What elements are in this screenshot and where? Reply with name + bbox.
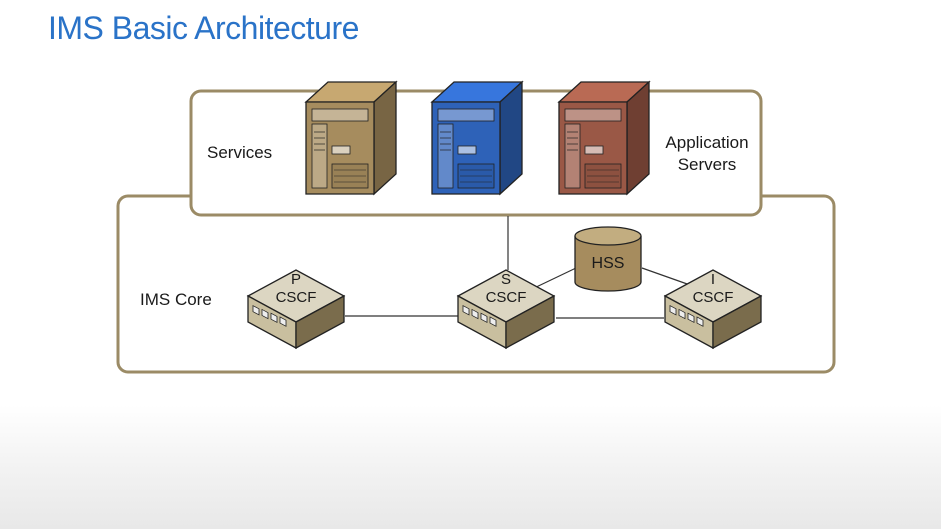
s-cscf-name: CSCF	[486, 289, 527, 306]
server-icon-red	[558, 81, 650, 195]
i-cscf-name: CSCF	[693, 289, 734, 306]
i-cscf-prefix: I	[711, 271, 715, 288]
p-cscf-name: CSCF	[276, 289, 317, 306]
server-icon-tan	[305, 81, 397, 195]
server-icon-blue	[431, 81, 523, 195]
services-label: Services	[207, 143, 272, 162]
slide-title: IMS Basic Architecture	[48, 10, 359, 46]
p-cscf-prefix: P	[291, 271, 301, 288]
app-servers-label-line1: Application	[665, 133, 748, 152]
s-cscf-prefix: S	[501, 271, 511, 288]
app-servers-label-line2: Servers	[678, 155, 737, 174]
link-s-cscf-hss	[529, 267, 577, 291]
link-hss-i-cscf	[641, 267, 691, 286]
hss-label: HSS	[592, 255, 625, 272]
ims-core-label: IMS Core	[140, 290, 212, 309]
hss-database-icon	[574, 226, 642, 292]
